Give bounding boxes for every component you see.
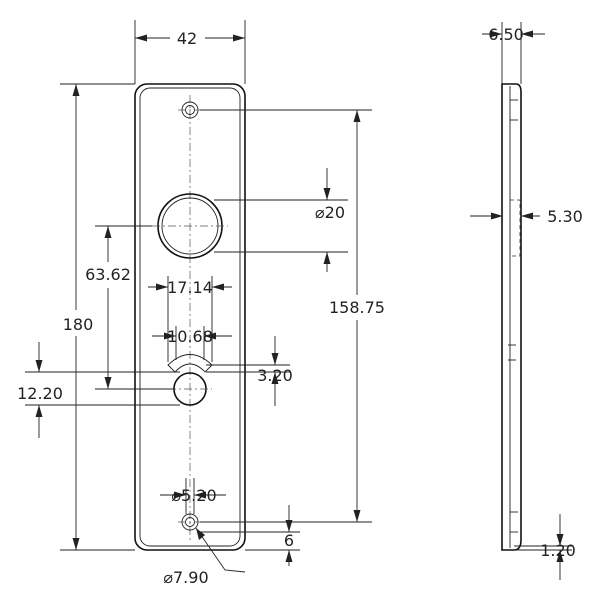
dim-upper-offset-label: 63.62 <box>85 265 131 284</box>
dim-bottom-offset: 6 <box>200 505 300 566</box>
dim-slot-inner: 10.68 <box>152 326 232 360</box>
side-hidden-boss <box>509 199 521 257</box>
top-screw-hole <box>178 101 202 119</box>
side-view: 6.50 5.30 1.20 <box>470 22 583 580</box>
front-view: 42 180 158.75 <box>17 20 385 587</box>
dim-height-label: 180 <box>63 315 94 334</box>
dim-slot-gap: 3.20 <box>206 336 293 406</box>
side-plate-profile <box>501 83 522 551</box>
dim-large-hole-label: ⌀20 <box>315 203 345 222</box>
dim-thickness: 6.50 <box>482 22 545 84</box>
dim-width: 42 <box>134 20 246 84</box>
plate-outline-outer <box>134 83 246 551</box>
dim-slot-inner-label: 10.68 <box>167 327 213 346</box>
dim-height: 180 <box>60 83 135 551</box>
dim-slot-outer: 17.14 <box>148 276 232 362</box>
dim-boss: 5.30 <box>470 207 583 226</box>
dim-thickness-label: 6.50 <box>488 25 524 44</box>
dim-hole-span-label: 158.75 <box>329 298 385 317</box>
arc-slot <box>167 354 213 373</box>
dim-lower-offset: 12.20 <box>17 342 180 438</box>
dim-plate-label: 1.20 <box>540 541 576 560</box>
dim-bottom-offset-label: 6 <box>284 531 294 550</box>
large-hole <box>152 193 228 259</box>
dim-boss-label: 5.30 <box>547 207 583 226</box>
dim-lower-offset-label: 12.20 <box>17 384 63 403</box>
dim-slot-gap-label: 3.20 <box>257 366 293 385</box>
dim-large-hole: ⌀20 <box>214 168 348 272</box>
dim-counterbore-label: ⌀7.90 <box>163 568 208 587</box>
dim-upper-offset: 63.62 <box>85 225 174 390</box>
bottom-screw-hole <box>178 513 202 531</box>
dim-small-hole-label: ⌀5.20 <box>171 486 216 505</box>
dim-plate: 1.20 <box>514 514 576 580</box>
dim-small-hole: ⌀5.20 <box>160 478 226 514</box>
dim-slot-outer-label: 17.14 <box>167 278 213 297</box>
dim-counterbore: ⌀7.90 <box>163 527 246 587</box>
dim-width-label: 42 <box>177 29 197 48</box>
plate-outline-inner <box>139 87 241 547</box>
dim-hole-span: 158.75 <box>200 109 385 523</box>
